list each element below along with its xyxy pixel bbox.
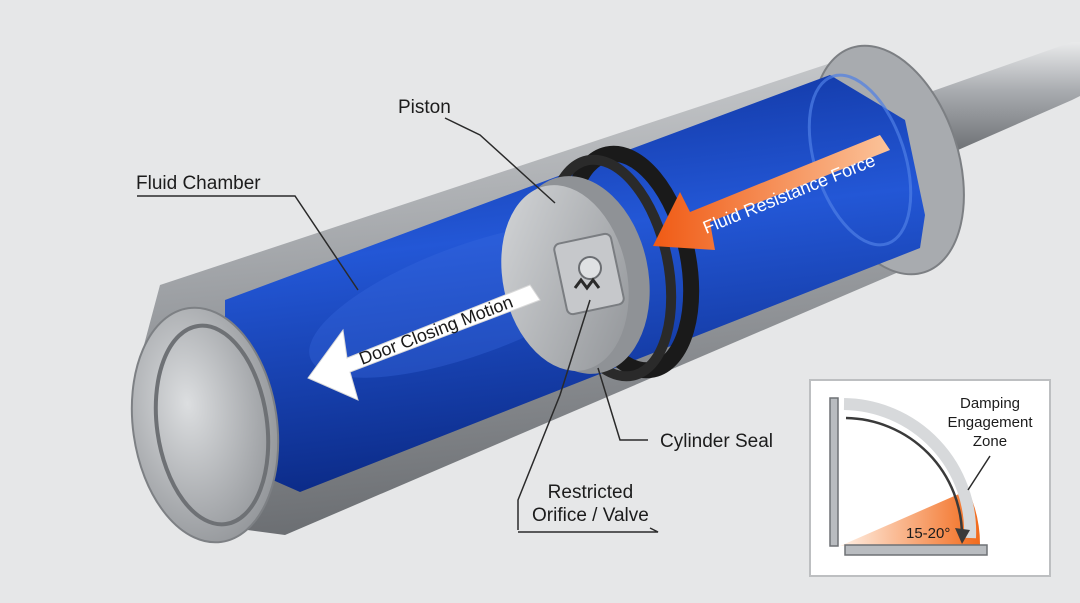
piston-rod: [930, 42, 1080, 150]
leader-fluid-chamber: [137, 195, 359, 291]
cylinder-left-end-cap: [130, 306, 280, 544]
end-cap-rim: [153, 323, 271, 527]
leader-orifice: [518, 527, 659, 533]
piston-label: Piston: [398, 97, 451, 118]
angle-label: 15-20°: [906, 525, 950, 542]
door-swing-arc: [843, 398, 977, 539]
fluid-resistance-force-arrow: [653, 135, 890, 250]
leader-orifice-valve: [517, 299, 591, 530]
door-floor: [844, 544, 988, 556]
door-swing-arrowhead: [955, 528, 970, 544]
cylinder-seal-label: Cylinder Seal: [660, 431, 773, 452]
orifice-valve-label: Restricted Orifice / Valve: [532, 481, 649, 527]
zone-label-line2: Engagement: [947, 414, 1033, 431]
damping-engagement-zone: [840, 490, 981, 546]
door-frame: [829, 397, 839, 547]
zone-label-line1: Damping: [960, 395, 1020, 412]
orifice-label-line2: Orifice / Valve: [532, 505, 649, 526]
door-closing-motion-arrow: [307, 284, 541, 401]
valve-spring: [573, 277, 601, 291]
zone-leader: [967, 455, 991, 491]
damping-inset: Damping Engagement Zone 15-20°: [809, 379, 1051, 577]
leader-piston: [444, 117, 556, 204]
zone-label-line3: Zone: [973, 433, 1007, 450]
valve-ball: [578, 256, 602, 280]
fluid-chamber-label: Fluid Chamber: [136, 173, 261, 194]
orifice-label-line1: Restricted: [547, 482, 634, 503]
leader-cylinder-seal: [597, 367, 648, 441]
door-swing-arrow: [845, 416, 964, 537]
